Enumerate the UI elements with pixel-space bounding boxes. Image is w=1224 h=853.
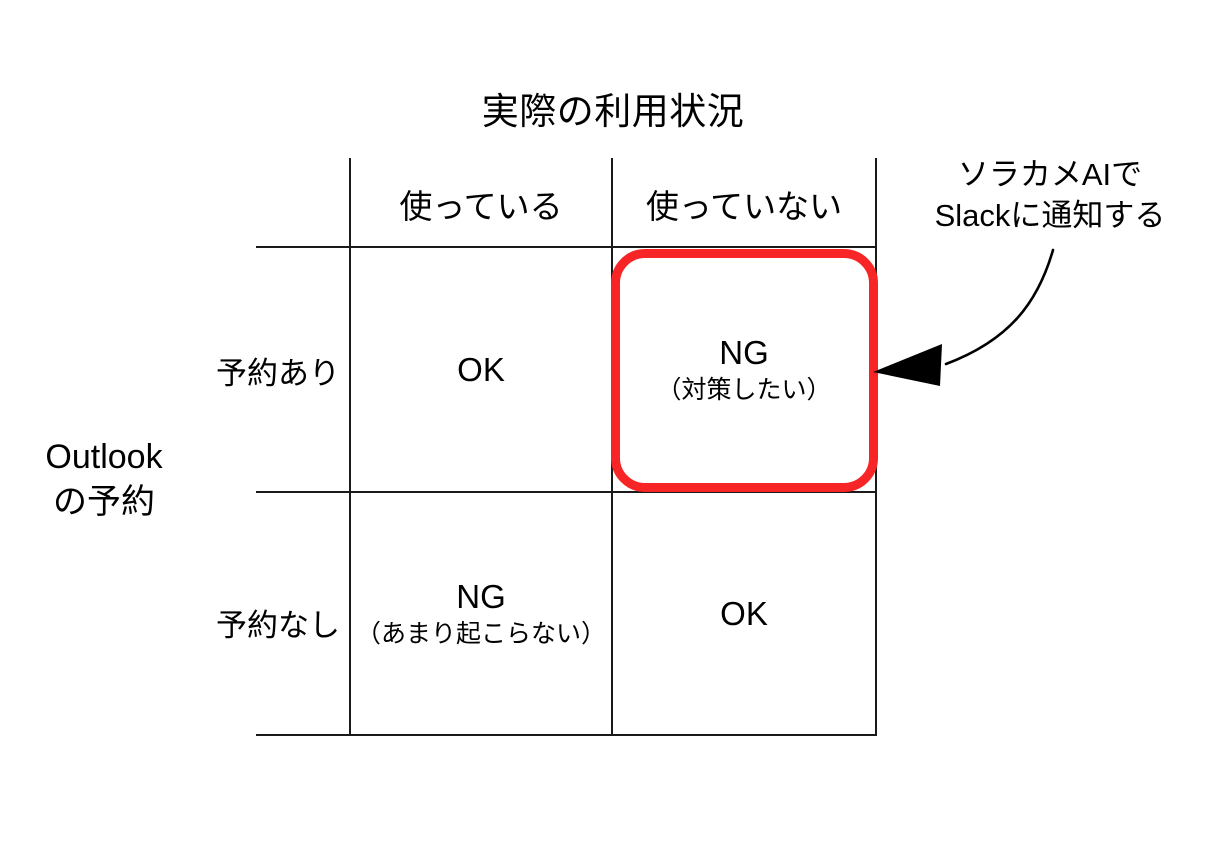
row-header-has-reservation: 予約あり xyxy=(216,356,340,391)
grid-line-vertical-left xyxy=(349,158,351,736)
row-header-no-reservation: 予約なし xyxy=(216,608,340,643)
grid-line-horizontal-bottom xyxy=(256,734,877,736)
annotation-arrow xyxy=(873,248,1055,386)
column-header-not-using: 使っていない xyxy=(645,188,843,225)
axis-label-line1: Outlook xyxy=(45,438,163,476)
axis-label-line2: の予約 xyxy=(53,482,155,521)
cell-sub-text: （対策したい） xyxy=(656,376,832,405)
cell-main-text: NG xyxy=(719,333,769,371)
cell-main-text: OK xyxy=(457,350,505,388)
axis-label-outlook-reservation: Outlook の予約 xyxy=(14,435,194,525)
annotation-line1: ソラカメAIで xyxy=(957,157,1143,192)
cell-main-text: NG xyxy=(456,577,506,615)
grid-line-horizontal-middle xyxy=(256,491,877,493)
page-title: 実際の利用状況 xyxy=(481,91,745,132)
arrow-curve-line xyxy=(944,248,1055,366)
cell-has-reservation-not-using: NG （対策したい） xyxy=(613,248,875,491)
cell-main-text: OK xyxy=(720,594,768,632)
arrow-head-icon xyxy=(873,344,942,386)
cell-no-reservation-using: NG （あまり起こらない） xyxy=(351,493,611,734)
cell-no-reservation-not-using: OK xyxy=(613,493,875,734)
column-header-using: 使っている xyxy=(399,188,563,225)
cell-sub-text: （あまり起こらない） xyxy=(355,620,606,649)
annotation-line2: Slackに通知する xyxy=(934,197,1166,233)
cell-has-reservation-using: OK xyxy=(351,248,611,491)
annotation-callout: ソラカメAIで Slackに通知する xyxy=(900,155,1200,237)
grid-line-horizontal-top xyxy=(256,246,877,248)
